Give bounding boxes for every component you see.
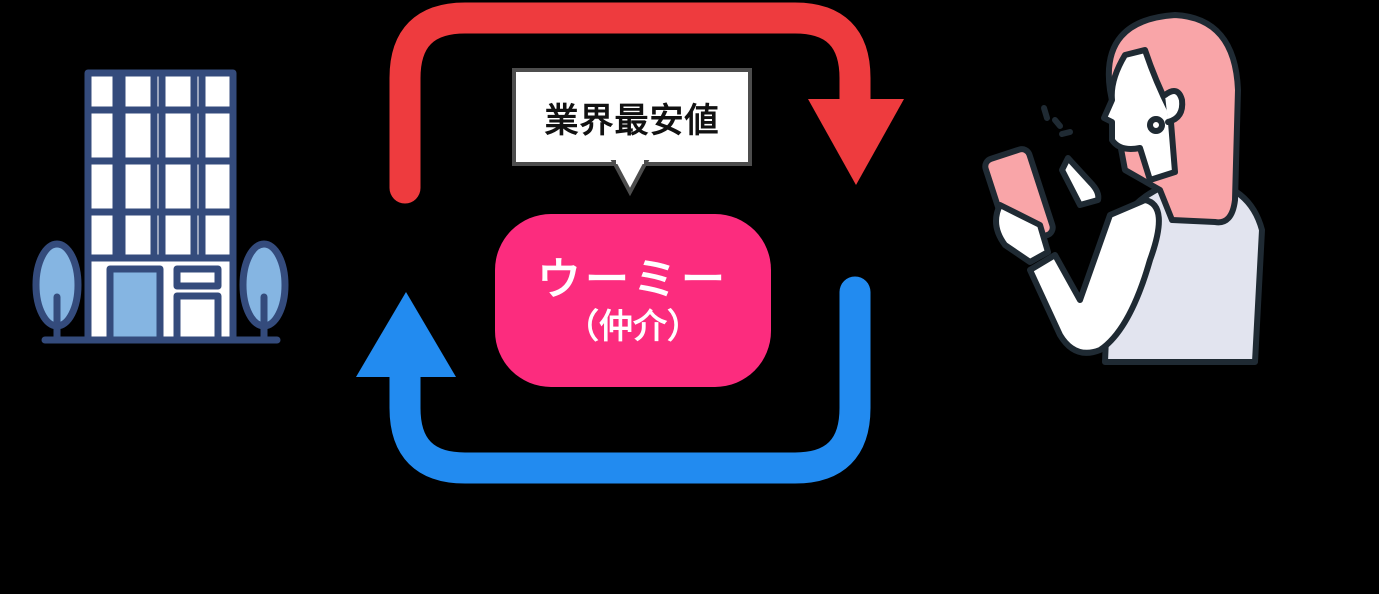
broker-name: ウーミー: [537, 253, 729, 305]
broker-role: （仲介）: [565, 306, 701, 347]
top-arrow: [389, 2, 904, 204]
broker-node: ウーミー （仲介）: [495, 214, 771, 387]
callout-text: 業界最安値: [544, 100, 720, 141]
arrowhead-up-icon: [356, 292, 456, 377]
arrowhead-down-icon: [808, 99, 904, 185]
bottom-arrow: [356, 276, 871, 484]
